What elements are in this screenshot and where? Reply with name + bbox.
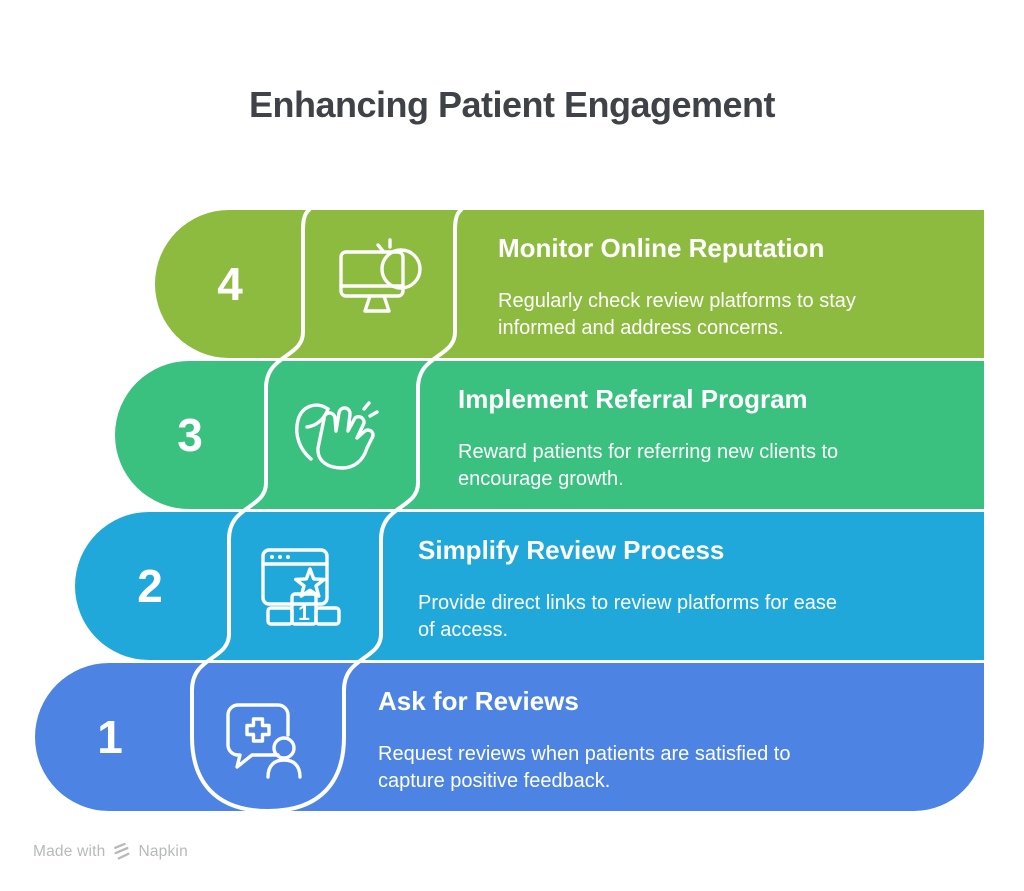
step-text-block: Ask for Reviews Request reviews when pat… xyxy=(378,663,848,795)
step-description: Request reviews when patients are satisf… xyxy=(378,743,791,792)
napkin-logo-icon xyxy=(114,842,130,860)
step-number: 2 xyxy=(137,560,163,612)
page-title: Enhancing Patient Engagement xyxy=(248,84,776,125)
step-number: 3 xyxy=(177,409,203,461)
step-row-1: 1 Ask for Reviews Request reviews when p… xyxy=(35,663,984,811)
step-description: Regularly check review platforms to stay… xyxy=(498,290,856,339)
step-text-block: Monitor Online Reputation Regularly chec… xyxy=(498,210,968,342)
step-number: 4 xyxy=(217,258,243,310)
step-row-3: 3 Implement Referral Program Reward pati… xyxy=(115,361,984,509)
step-row-4: 4 Monitor Online Reputation Regularly ch… xyxy=(155,210,984,358)
step-text-block: Simplify Review Process Provide direct l… xyxy=(418,512,888,644)
step-title: Implement Referral Program xyxy=(458,384,808,414)
brand-label: Napkin xyxy=(138,842,188,860)
made-with-label: Made with xyxy=(33,842,106,860)
step-description: Reward patients for referring new client… xyxy=(458,441,839,490)
step-description: Provide direct links to review platforms… xyxy=(418,592,838,641)
step-row-2: 2 Simplify Review Process Provide direct… xyxy=(75,512,984,660)
step-title: Ask for Reviews xyxy=(378,686,579,716)
step-text-block: Implement Referral Program Reward patien… xyxy=(458,361,928,493)
step-title: Simplify Review Process xyxy=(418,535,725,565)
footer-credit: Made with Napkin xyxy=(33,842,188,861)
step-number: 1 xyxy=(97,711,123,763)
step-title: Monitor Online Reputation xyxy=(498,233,825,263)
